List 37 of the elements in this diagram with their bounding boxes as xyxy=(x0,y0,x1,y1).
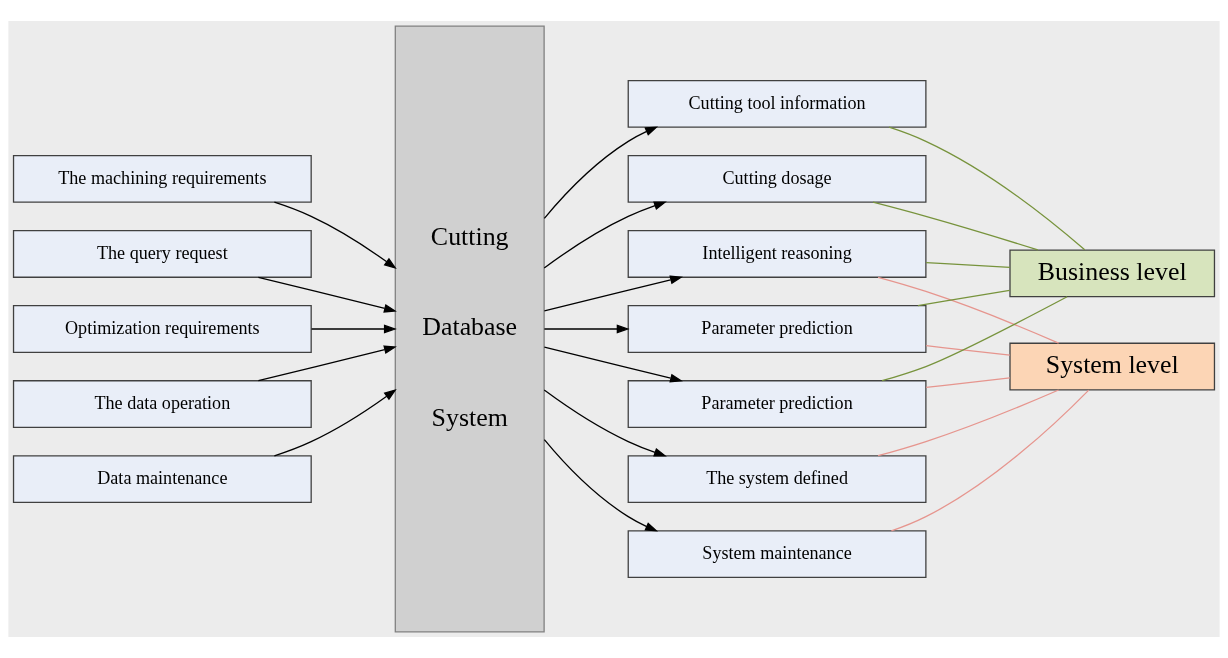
node-box: Parameter prediction xyxy=(627,380,927,428)
node-box: System maintenance xyxy=(627,530,927,579)
arrow xyxy=(543,439,659,532)
node-box: System level xyxy=(1009,342,1216,391)
node-box: Cutting Database System xyxy=(394,25,545,633)
node-box: Business level xyxy=(1009,249,1216,298)
node-box: Data maintenance xyxy=(12,455,312,504)
connector xyxy=(877,276,1060,344)
arrow xyxy=(273,201,397,270)
connector xyxy=(925,345,1011,356)
connector xyxy=(925,377,1011,389)
connector xyxy=(877,389,1060,457)
connector xyxy=(872,201,1039,251)
connector xyxy=(917,289,1011,307)
node-box: Cutting tool information xyxy=(627,79,927,128)
connector xyxy=(925,261,1011,269)
arrow xyxy=(543,201,667,269)
arrow xyxy=(543,389,667,457)
connector xyxy=(888,126,1086,251)
arrow xyxy=(543,346,683,383)
arrow xyxy=(543,126,659,219)
node-box: Intelligent reasoning xyxy=(627,230,927,278)
node-box: Optimization requirements xyxy=(12,305,312,353)
connector xyxy=(881,296,1068,382)
arrow xyxy=(257,276,397,313)
node-box: The query request xyxy=(12,230,312,278)
node-box: The data operation xyxy=(12,380,312,428)
arrow xyxy=(543,275,683,312)
node-box: Cutting dosage xyxy=(627,154,927,203)
arrow xyxy=(310,324,397,334)
arrow xyxy=(273,388,397,457)
node-box: Parameter prediction xyxy=(627,305,927,353)
node-box: The machining requirements xyxy=(12,154,312,203)
arrow xyxy=(257,345,397,382)
node-box: The system defined xyxy=(627,455,927,504)
connector xyxy=(890,389,1090,532)
arrow xyxy=(543,324,630,334)
